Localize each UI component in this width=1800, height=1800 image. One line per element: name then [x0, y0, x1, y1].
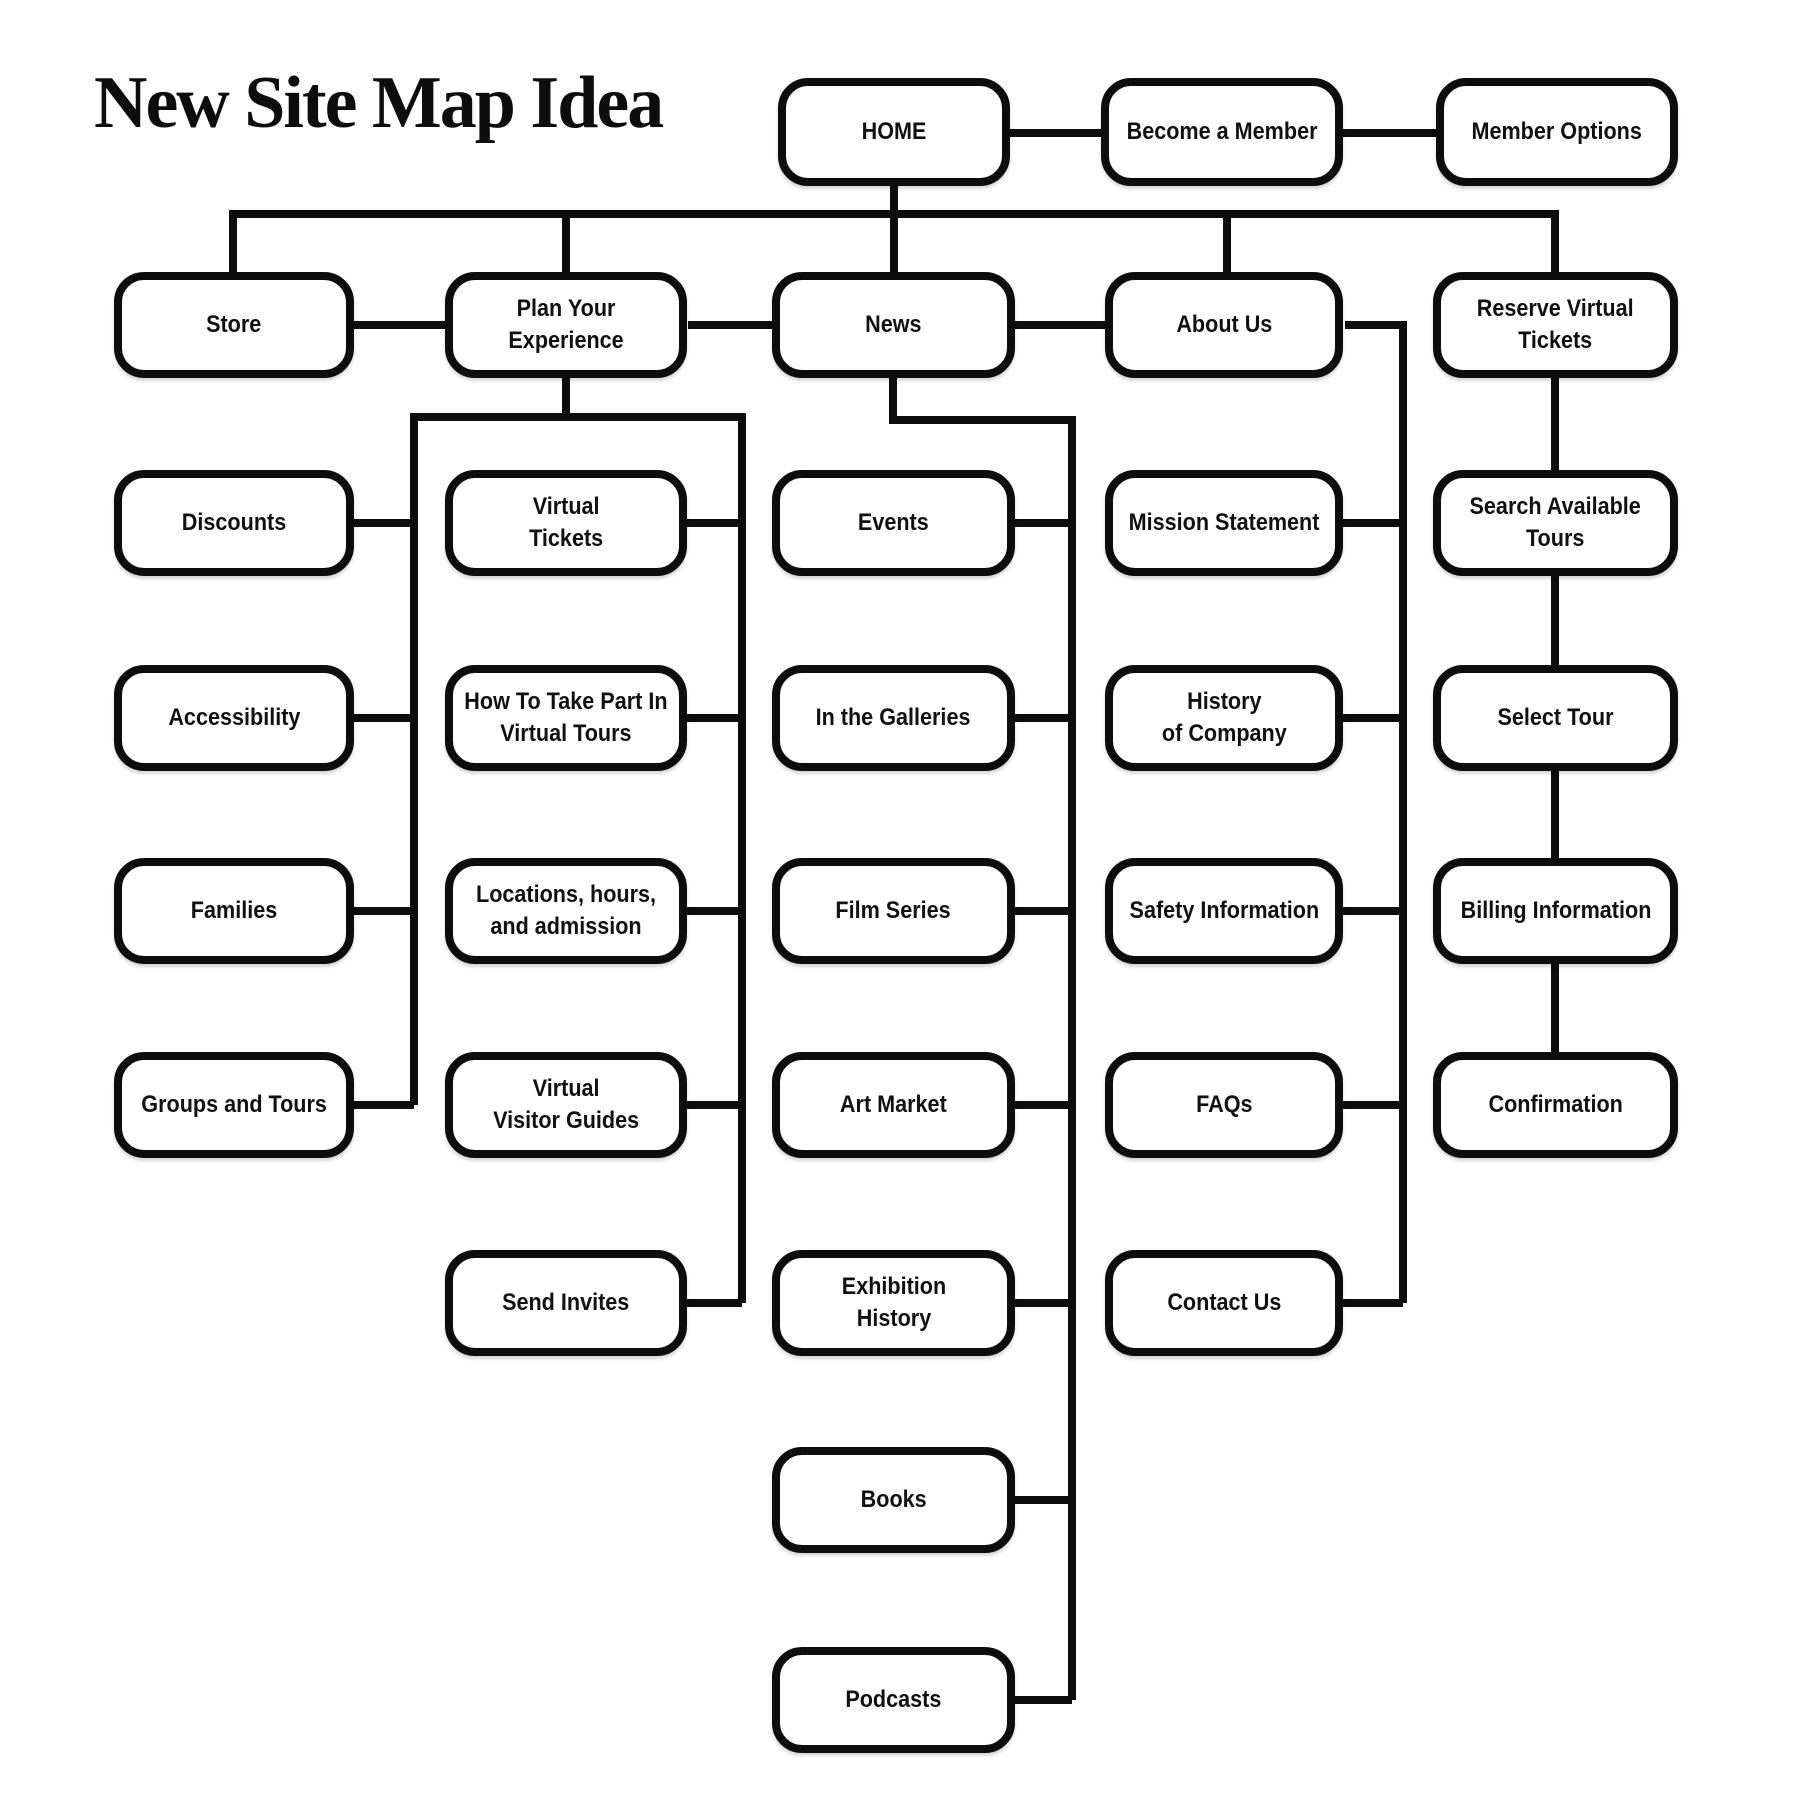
node-label: Send Invites: [502, 1288, 630, 1316]
node-billing-information: Billing Information: [1433, 858, 1678, 964]
node-how-to-take-part-in-virtual-tours: How To Take Part In Virtual Tours: [445, 665, 687, 771]
node-news: News: [772, 272, 1015, 378]
node-label: Art Market: [840, 1090, 947, 1118]
node-mission-statement: Mission Statement: [1105, 470, 1343, 576]
node-discounts: Discounts: [114, 470, 354, 576]
node-label: Virtual Visitor Guides: [492, 1074, 640, 1134]
node-label: Books: [860, 1485, 927, 1513]
node-label: Discounts: [181, 508, 287, 536]
node-send-invites: Send Invites: [445, 1250, 687, 1356]
node-label: Safety Information: [1129, 896, 1319, 924]
node-confirmation: Confirmation: [1433, 1052, 1678, 1158]
node-label: Film Series: [835, 896, 952, 924]
node-label: Families: [190, 896, 278, 924]
node-label: About Us: [1176, 310, 1272, 338]
node-label: In the Galleries: [816, 703, 971, 731]
node-label: History of Company: [1161, 687, 1287, 747]
node-reserve-virtual-tickets: Reserve Virtual Tickets: [1433, 272, 1678, 378]
node-accessibility: Accessibility: [114, 665, 354, 771]
node-history-of-company: History of Company: [1105, 665, 1343, 771]
node-in-the-galleries: In the Galleries: [772, 665, 1015, 771]
node-books: Books: [772, 1447, 1015, 1553]
node-faqs: FAQs: [1105, 1052, 1343, 1158]
node-home: HOME: [778, 78, 1010, 186]
node-virtual-visitor-guides: Virtual Visitor Guides: [445, 1052, 687, 1158]
node-label: Events: [858, 508, 929, 536]
node-label: Search Available Tours: [1469, 492, 1642, 552]
node-label: FAQs: [1195, 1090, 1253, 1118]
node-label: Select Tour: [1497, 703, 1614, 731]
node-families: Families: [114, 858, 354, 964]
node-virtual-tickets: Virtual Tickets: [445, 470, 687, 576]
node-label: Member Options: [1471, 117, 1643, 145]
node-plan-your-experience: Plan Your Experience: [445, 272, 687, 378]
node-locations-hours-admission: Locations, hours, and admission: [445, 858, 687, 964]
node-label: Groups and Tours: [141, 1090, 327, 1118]
node-label: Confirmation: [1488, 1090, 1623, 1118]
page-title: New Site Map Idea: [94, 62, 664, 144]
node-label: HOME: [861, 117, 927, 145]
node-film-series: Film Series: [772, 858, 1015, 964]
node-exhibition-history: Exhibition History: [772, 1250, 1015, 1356]
node-contact-us: Contact Us: [1105, 1250, 1343, 1356]
node-become-a-member: Become a Member: [1101, 78, 1343, 186]
node-label: Exhibition History: [841, 1272, 946, 1332]
node-search-available-tours: Search Available Tours: [1433, 470, 1678, 576]
node-label: News: [865, 310, 922, 338]
node-label: Contact Us: [1166, 1288, 1282, 1316]
node-podcasts: Podcasts: [772, 1647, 1015, 1753]
node-label: Podcasts: [845, 1685, 942, 1713]
node-art-market: Art Market: [772, 1052, 1015, 1158]
node-events: Events: [772, 470, 1015, 576]
node-label: Virtual Tickets: [528, 492, 604, 552]
node-label: Store: [206, 310, 262, 338]
node-label: Plan Your Experience: [508, 294, 624, 354]
node-select-tour: Select Tour: [1433, 665, 1678, 771]
node-label: How To Take Part In Virtual Tours: [464, 687, 668, 747]
node-about-us: About Us: [1105, 272, 1343, 378]
node-store: Store: [114, 272, 354, 378]
node-label: Mission Statement: [1128, 508, 1320, 536]
node-label: Locations, hours, and admission: [475, 880, 656, 940]
node-label: Reserve Virtual Tickets: [1477, 294, 1634, 354]
node-label: Billing Information: [1460, 896, 1651, 924]
node-safety-information: Safety Information: [1105, 858, 1343, 964]
node-label: Become a Member: [1126, 117, 1318, 145]
node-member-options: Member Options: [1436, 78, 1678, 186]
node-groups-and-tours: Groups and Tours: [114, 1052, 354, 1158]
node-label: Accessibility: [167, 703, 301, 731]
